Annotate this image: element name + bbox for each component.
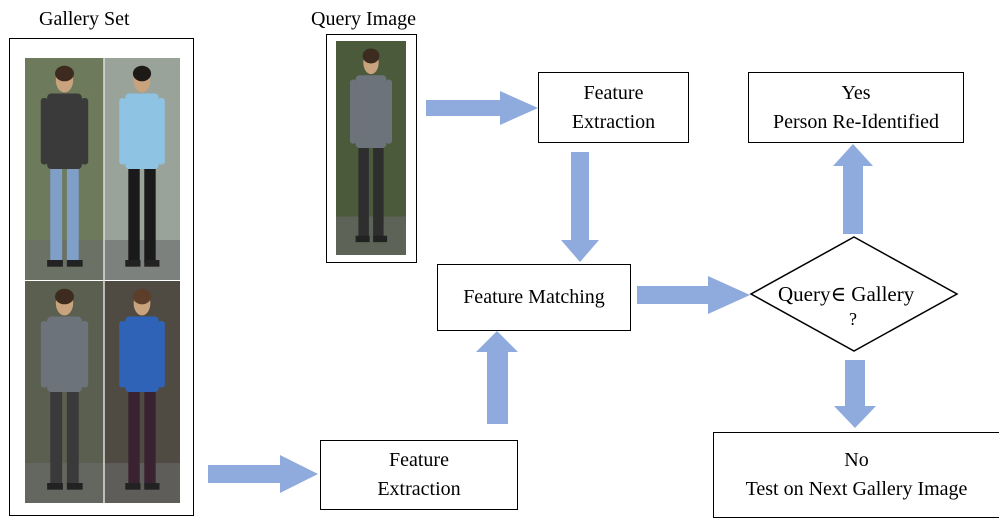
feature-matching-box: Feature Matching: [437, 264, 631, 331]
arrow-gallery-to-extraction: [208, 455, 318, 493]
arrow-query-to-extraction: [426, 91, 538, 125]
arrow-bottom-extraction-to-matching: [476, 331, 518, 424]
gallery-thumbnail-1: [25, 58, 104, 280]
query-image-title: Query Image: [311, 8, 416, 30]
result-no-line1: No: [844, 449, 869, 471]
query-image-frame: [326, 34, 417, 263]
query-person: [336, 41, 406, 255]
query-thumbnail: [336, 41, 406, 255]
arrow-extraction-to-matching: [561, 152, 599, 262]
result-yes-line1: Yes: [841, 81, 871, 104]
arrow-decision-to-yes: [833, 144, 873, 234]
gallery-thumbnail-2: [104, 58, 180, 280]
feature-extraction-bottom-box: Feature Extraction: [320, 440, 518, 510]
gallery-thumbnail-4: [104, 281, 180, 503]
gallery-thumbnail-3: [25, 281, 104, 503]
decision-text-line2: ?: [849, 309, 857, 329]
feature-extraction-top-box: Feature Extraction: [538, 72, 689, 143]
result-no-box: No Test on Next Gallery Image: [713, 432, 999, 518]
arrow-matching-to-decision: [637, 276, 750, 314]
gallery-thumbnails: [25, 58, 180, 503]
feature-matching-label: Feature Matching: [463, 286, 605, 308]
gallery-set-frame: [9, 38, 194, 516]
feature-extraction-top-line1: Feature: [583, 81, 644, 104]
feature-extraction-bottom-line2: Extraction: [377, 478, 461, 500]
feature-extraction-bottom-line1: Feature: [389, 449, 449, 471]
feature-extraction-top-line2: Extraction: [571, 110, 656, 133]
result-no-line2: Test on Next Gallery Image: [745, 478, 968, 500]
decision-text-line1: Query∈ Gallery: [778, 282, 915, 306]
decision-diamond: [749, 236, 959, 352]
result-yes-box: Yes Person Re-Identified: [748, 72, 964, 143]
gallery-set-title: Gallery Set: [39, 8, 130, 30]
result-yes-line2: Person Re-Identified: [772, 110, 940, 133]
arrow-decision-to-no: [834, 360, 876, 428]
